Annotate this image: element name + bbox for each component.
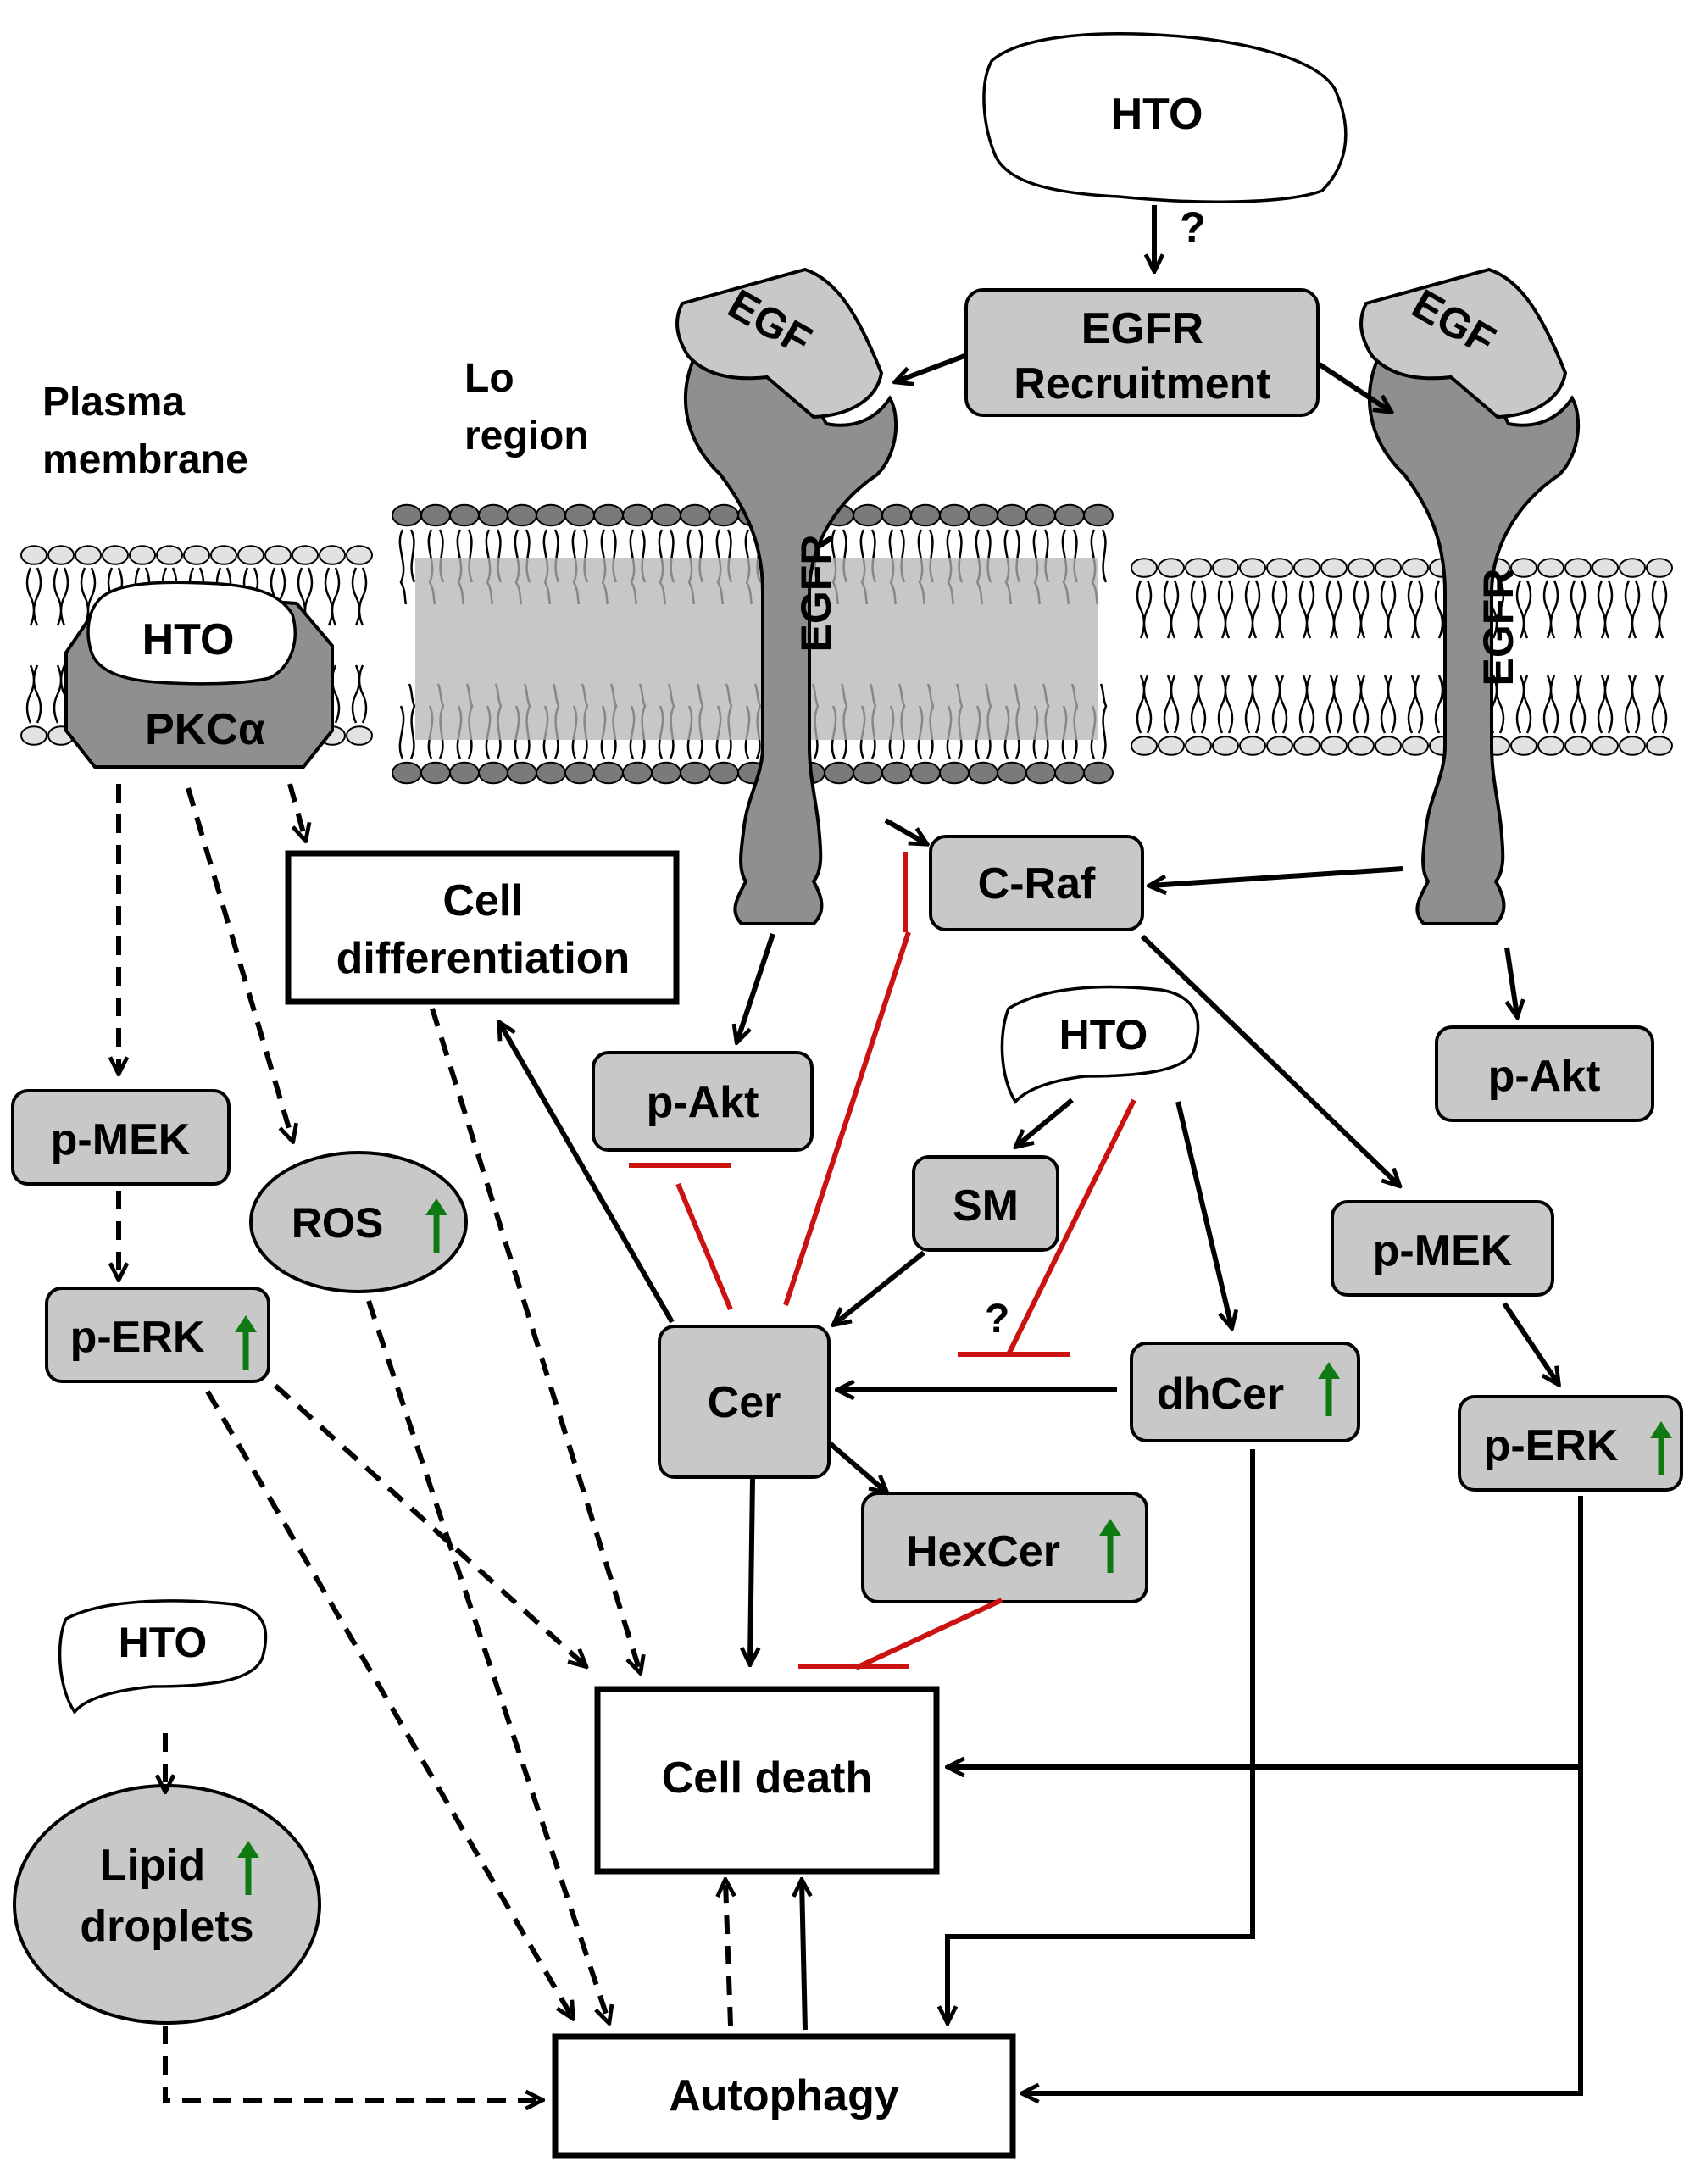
pkc-alpha-label: PKCα <box>145 705 265 754</box>
svg-text:Lipid: Lipid <box>100 1841 205 1890</box>
sm-node: SM <box>912 1155 1059 1252</box>
svg-text:HTO: HTO <box>1111 90 1203 139</box>
hto-membrane-label: HTO <box>142 615 235 664</box>
svg-text:EGFR: EGFR <box>1081 304 1203 353</box>
p-akt-node-right: p-Akt <box>1435 1025 1654 1122</box>
svg-text:C-Raf: C-Raf <box>978 859 1096 909</box>
egf-ligand-right: EGF <box>1359 267 1568 420</box>
hexcer-node: HexCer <box>861 1492 1148 1603</box>
ros-node: ROS <box>249 1151 468 1293</box>
cell-differentiation-box: Cell differentiation <box>285 850 680 1005</box>
activation-arrows <box>500 205 1583 2093</box>
question-mark-top: ? <box>1180 203 1206 251</box>
svg-text:p-MEK: p-MEK <box>1373 1226 1513 1275</box>
c-raf-node: C-Raf <box>929 835 1144 931</box>
svg-text:Cer: Cer <box>708 1378 781 1427</box>
egfr-label-left: EGFR <box>792 535 840 653</box>
svg-text:Cell death: Cell death <box>662 1753 873 1803</box>
cer-node: Cer <box>658 1325 831 1479</box>
p-mek-node-left: p-MEK <box>11 1089 231 1186</box>
dhcer-node: dhCer <box>1130 1342 1360 1442</box>
egfr-receptor-left: EGFR <box>684 358 898 925</box>
svg-text:droplets: droplets <box>80 1902 253 1951</box>
inhibition-edges <box>629 852 1136 1670</box>
svg-text:Autophagy: Autophagy <box>669 2071 899 2120</box>
autophagy-box: Autophagy <box>552 2033 1016 2159</box>
svg-text:HTO: HTO <box>1059 1011 1148 1059</box>
svg-text:Recruitment: Recruitment <box>1014 359 1270 408</box>
svg-text:p-Akt: p-Akt <box>647 1078 759 1127</box>
plasma-membrane-label-line2: membrane <box>42 437 248 482</box>
svg-text:p-Akt: p-Akt <box>1488 1052 1601 1101</box>
lo-region-label-line2: region <box>464 414 589 458</box>
egf-ligand-left: EGF <box>675 267 884 420</box>
svg-text:p-ERK: p-ERK <box>1484 1421 1619 1470</box>
hto-middle: HTO <box>1000 985 1200 1104</box>
cell-death-box: Cell death <box>594 1686 940 1875</box>
svg-text:differentiation: differentiation <box>336 934 631 983</box>
svg-text:dhCer: dhCer <box>1157 1370 1284 1419</box>
indirect-arrows <box>119 783 731 2100</box>
p-mek-node-right: p-MEK <box>1331 1200 1554 1297</box>
p-erk-node-right: p-ERK <box>1458 1395 1683 1492</box>
p-akt-node-left: p-Akt <box>592 1051 814 1152</box>
svg-text:p-MEK: p-MEK <box>51 1115 191 1164</box>
egfr-receptor-right: EGFR <box>1368 358 1581 925</box>
hto-pkc-complex: HTO PKCα <box>64 581 334 769</box>
svg-text:SM: SM <box>953 1181 1019 1231</box>
egfr-recruitment-node: EGFR Recruitment <box>964 288 1320 417</box>
svg-text:p-ERK: p-ERK <box>70 1313 205 1362</box>
lipid-droplets-node: Lipid droplets <box>13 1784 321 2025</box>
lo-region-shading <box>415 558 1098 740</box>
hto-bottom-left: HTO <box>58 1599 268 1714</box>
hto-top: HTO <box>982 32 1348 203</box>
p-erk-node-left: p-ERK <box>45 1287 270 1383</box>
lo-region-label: Lo <box>464 356 514 401</box>
question-mark-middle: ? <box>985 1297 1009 1342</box>
svg-text:ROS: ROS <box>292 1199 383 1247</box>
egfr-label-right: EGFR <box>1475 569 1522 686</box>
svg-text:HexCer: HexCer <box>906 1527 1060 1576</box>
svg-text:HTO: HTO <box>119 1619 208 1666</box>
plasma-membrane-label: Plasma <box>42 380 185 425</box>
svg-text:Cell: Cell <box>442 876 523 925</box>
